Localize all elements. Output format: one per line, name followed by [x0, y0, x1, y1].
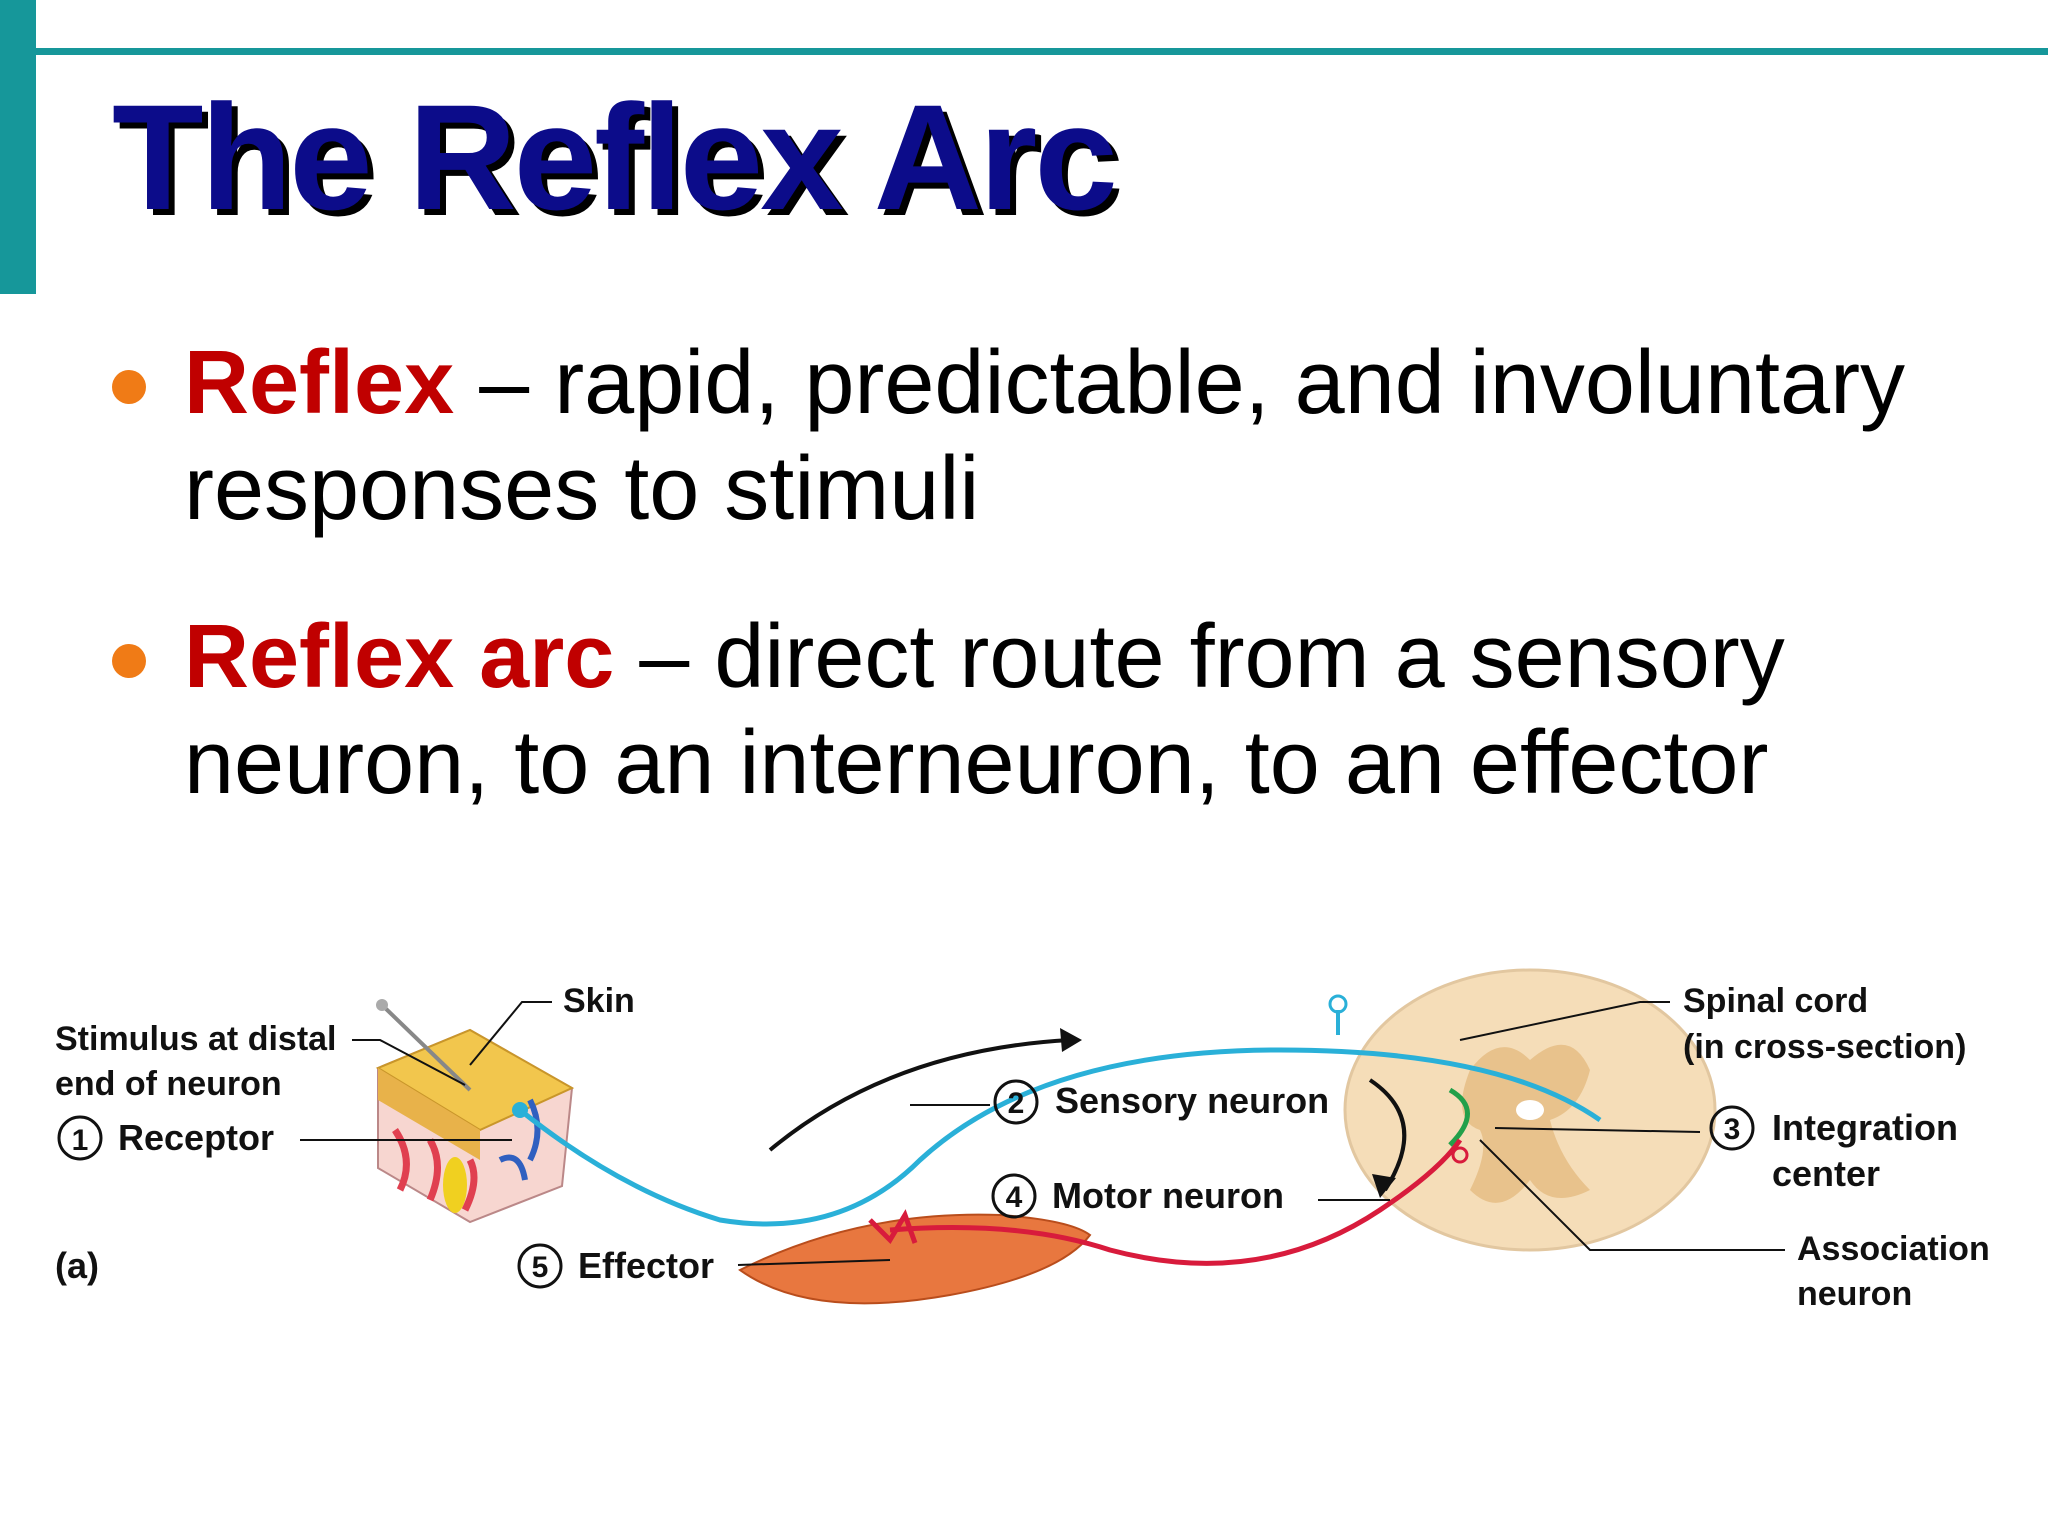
bullet-term: Reflex arc [184, 607, 615, 707]
label-integration-line2: center [1772, 1153, 1880, 1194]
sensory-cell-body-icon [1328, 994, 1348, 1014]
step-4-badge [991, 1173, 1037, 1219]
step-3-number: 3 [1724, 1113, 1741, 1146]
sensory-neuron-path [518, 1047, 1602, 1227]
step-5-badge [517, 1243, 563, 1289]
skin-block-illustration [375, 1028, 575, 1224]
step-4-number: 4 [1006, 1181, 1023, 1214]
label-association-line1: Association [1797, 1230, 1990, 1268]
label-integration-line1: Integration [1772, 1107, 1958, 1148]
label-sensory-neuron: Sensory neuron [1055, 1080, 1329, 1121]
bullet-dot-icon [112, 370, 146, 404]
bullet-dot-icon [112, 644, 146, 678]
motor-neuron-path [889, 1138, 1463, 1266]
slide-title: The Reflex Arc [112, 73, 1118, 241]
bullet-reflex-arc: Reflex arc – direct route from a sensory… [110, 604, 2010, 816]
bullet-definition: – rapid, predictable, and involuntary re… [184, 333, 1906, 539]
step-5-number: 5 [532, 1251, 549, 1284]
label-association-line2: neuron [1797, 1275, 1912, 1313]
panel-label: (a) [55, 1245, 99, 1286]
label-motor-neuron: Motor neuron [1052, 1175, 1284, 1216]
bullet-definition: – direct route from a sensory neuron, to… [184, 607, 1785, 813]
accent-bar [0, 0, 36, 294]
title-rule [36, 48, 2048, 55]
label-skin: Skin [563, 982, 635, 1020]
bullet-reflex: Reflex – rapid, predictable, and involun… [110, 330, 2010, 542]
needle-head-icon [376, 999, 388, 1011]
step-2-number: 2 [1008, 1087, 1025, 1120]
label-stimulus-line2: end of neuron [55, 1065, 282, 1103]
bullet-term: Reflex [184, 333, 455, 433]
step-2-badge [993, 1079, 1039, 1125]
step-1-badge [57, 1115, 103, 1161]
step-3-badge [1709, 1105, 1755, 1151]
label-spinal-cord-line1: Spinal cord [1683, 982, 1868, 1020]
label-spinal-cord-line2: (in cross-section) [1683, 1028, 1966, 1066]
step-1-number: 1 [72, 1124, 89, 1157]
association-neuron-path [1448, 1087, 1470, 1147]
muscle-illustration [738, 1213, 1092, 1305]
label-effector: Effector [578, 1245, 714, 1286]
label-stimulus-line1: Stimulus at distal [55, 1020, 337, 1058]
label-receptor: Receptor [118, 1117, 274, 1158]
bullet-list: Reflex – rapid, predictable, and involun… [110, 330, 2010, 878]
integration-arrow-icon [1368, 1078, 1407, 1192]
signal-arrow-icon [768, 1038, 1071, 1152]
spinal-cord-illustration [1343, 968, 1717, 1252]
reflex-arc-diagram: Skin Stimulus at distal end of neuron 1 … [55, 968, 1990, 1313]
needle-icon [380, 1003, 472, 1092]
